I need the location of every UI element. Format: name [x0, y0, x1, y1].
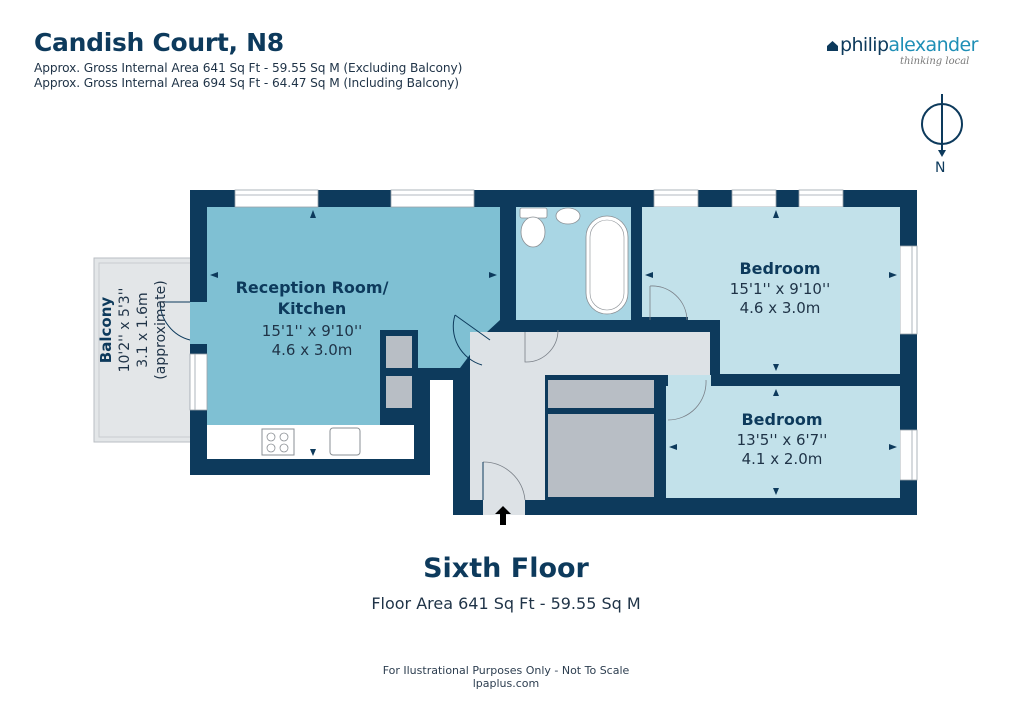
compass-label: N	[935, 160, 946, 176]
brand-name-part2: alexander	[888, 34, 978, 56]
bedroom-1-label: Bedroom 15'1'' x 9'10'' 4.6 x 3.0m	[700, 258, 860, 318]
property-title: Candish Court, N8	[34, 28, 284, 57]
reception-room-name-1: Reception Room/	[235, 278, 389, 297]
brand-logo: philipalexander	[826, 34, 978, 56]
bedroom-2-name: Bedroom	[741, 410, 823, 429]
reception-room-dim-imperial: 15'1'' x 9'10''	[261, 322, 363, 340]
bedroom-2-dim-metric: 4.1 x 2.0m	[741, 450, 823, 468]
brand-tagline: thinking local	[900, 56, 970, 67]
house-icon	[827, 41, 838, 51]
balcony-name: Balcony	[97, 296, 115, 364]
reception-room-name-2: Kitchen	[277, 299, 347, 318]
balcony-note: (approximate)	[153, 280, 169, 380]
brand-name-part1: philip	[840, 34, 889, 56]
windows	[189, 189, 918, 481]
area-excluding-balcony: Approx. Gross Internal Area 641 Sq Ft - …	[34, 61, 463, 75]
reception-room-label: Reception Room/ Kitchen 15'1'' x 9'10'' …	[222, 277, 402, 360]
bedroom-1-dim-imperial: 15'1'' x 9'10''	[729, 280, 831, 298]
bedroom-1-name: Bedroom	[739, 259, 821, 278]
storage	[548, 380, 654, 497]
floor-title: Sixth Floor	[423, 553, 589, 584]
bedroom-1-dim-metric: 4.6 x 3.0m	[739, 299, 821, 317]
area-including-balcony: Approx. Gross Internal Area 694 Sq Ft - …	[34, 76, 459, 90]
floor-area: Floor Area 641 Sq Ft - 59.55 Sq M	[371, 594, 641, 613]
bedroom-2-dim-imperial: 13'5'' x 6'7''	[736, 431, 828, 449]
balcony	[93, 257, 195, 443]
bedroom-1	[642, 207, 900, 374]
balcony-dim-imperial: 10'2'' x 5'3''	[117, 287, 133, 373]
reception-room-dim-metric: 4.6 x 3.0m	[271, 341, 353, 359]
balcony-label: Balcony 10'2'' x 5'3'' 3.1 x 1.6m (appro…	[97, 230, 170, 430]
reception-room	[207, 207, 500, 459]
disclaimer-text: For Ilustrational Purposes Only - Not To…	[382, 664, 630, 677]
balcony-dim-metric: 3.1 x 1.6m	[135, 292, 151, 368]
dimension-markers	[210, 210, 897, 495]
bathroom	[516, 207, 631, 320]
hallway	[470, 329, 710, 515]
bedroom-2-label: Bedroom 13'5'' x 6'7'' 4.1 x 2.0m	[702, 409, 862, 469]
website-link[interactable]: lpaplus.com	[472, 677, 540, 690]
north-arrow-icon	[921, 94, 963, 157]
disclaimer: For Ilustrational Purposes Only - Not To…	[0, 664, 1012, 690]
entrance-arrow-icon	[495, 506, 511, 525]
bedroom-2	[666, 375, 900, 498]
